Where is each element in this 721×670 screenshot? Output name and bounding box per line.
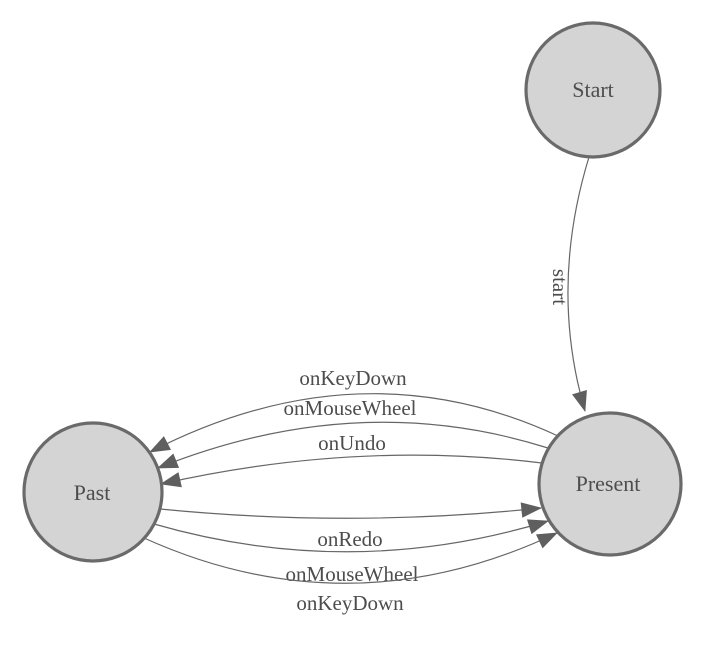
node-start: Start	[524, 21, 662, 159]
edge-present-to-past-onkeydown	[149, 393, 559, 453]
edge-past-to-present-onredo	[159, 502, 543, 519]
edge-present-to-past-onmousewheel	[157, 421, 549, 469]
edge-start-to-present	[567, 156, 590, 412]
edge-label-onredo: onRedo	[317, 527, 382, 551]
present-node-circle	[537, 411, 683, 557]
edge-label-onundo: onUndo	[318, 431, 386, 455]
edge-label-onkeydown-top: onKeyDown	[299, 366, 407, 390]
past-node-circle	[22, 421, 164, 563]
edge-label-onmousewheel-bottom: onMouseWheel	[286, 562, 419, 586]
edge-label-onkeydown-bottom: onKeyDown	[296, 591, 404, 615]
edge-label-start: start	[548, 269, 572, 305]
edge-label-onmousewheel-top: onMouseWheel	[284, 396, 417, 420]
start-node-label: Start	[572, 77, 614, 102]
edge-past-to-present-onmousewheel	[153, 519, 549, 553]
present-node-label: Present	[576, 471, 641, 496]
past-node-label: Past	[74, 480, 111, 505]
edge-present-to-past-onundo	[159, 454, 543, 488]
start-node-circle	[524, 21, 662, 159]
edge-past-to-present-onkeydown	[143, 532, 558, 584]
node-present: Present	[537, 411, 683, 557]
node-past: Past	[22, 421, 164, 563]
